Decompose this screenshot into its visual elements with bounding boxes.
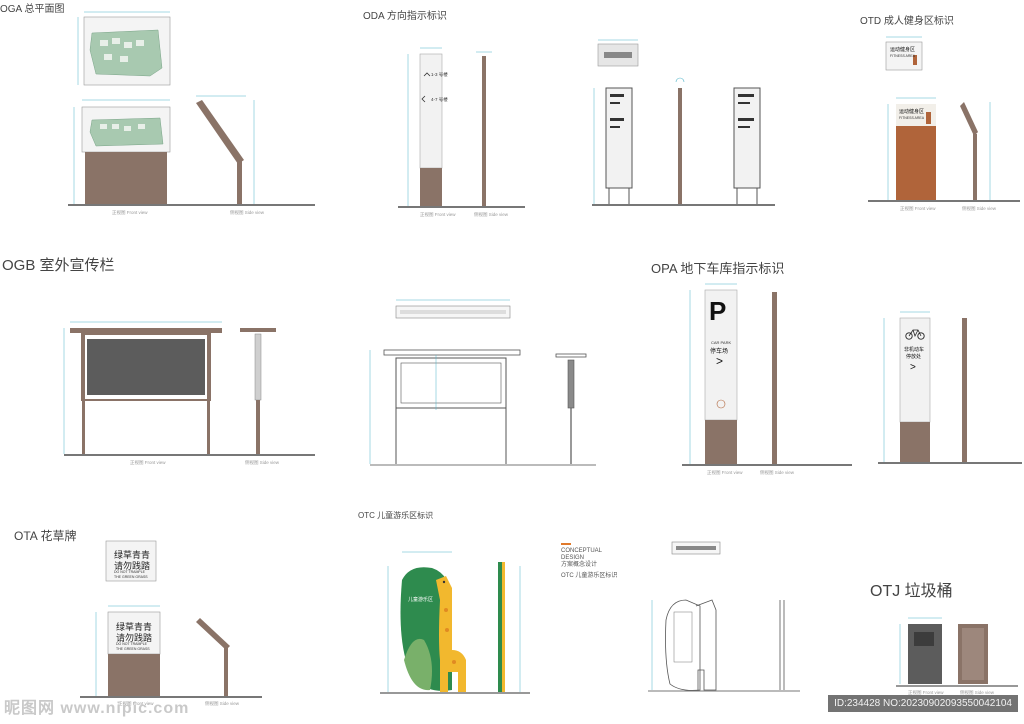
otc-outline-leaf bbox=[665, 599, 701, 691]
ota-front-caption: 正视图 Front view bbox=[118, 701, 154, 706]
otd-front-caption: 正视图 Front view bbox=[900, 206, 936, 211]
concept-line-2: DESIGN bbox=[561, 555, 585, 561]
ota-top-panel bbox=[105, 540, 157, 582]
kids-area-label: 儿童游乐区 bbox=[408, 597, 434, 603]
opa-group bbox=[682, 283, 1022, 466]
oga-side-panel bbox=[196, 100, 244, 164]
ota-front-panel bbox=[107, 611, 161, 655]
otj-group bbox=[896, 617, 1018, 687]
otc-outline-giraffe bbox=[695, 599, 717, 691]
opa-sign-1-side bbox=[772, 292, 777, 464]
ogb-front-caption: 正视图 Front view bbox=[130, 460, 166, 465]
watermark-id: ID:234428 NO:20230902093550042104 bbox=[828, 695, 1018, 712]
otd-side-panel bbox=[960, 102, 978, 136]
otd-group bbox=[868, 36, 1020, 202]
fitness-en-front: FITNESS AREA bbox=[899, 116, 925, 120]
section-title-opa: OPA 地下车库指示标识 bbox=[651, 261, 785, 276]
concept-line-1: CONCEPTUAL bbox=[561, 548, 603, 554]
opa-sign-2-side bbox=[962, 318, 967, 462]
ogb-outline-frame bbox=[395, 357, 507, 409]
grass-front-en-2: THE GREEN GRASS bbox=[116, 647, 150, 651]
watermark-site: 昵图网 www.nipic.com bbox=[4, 700, 190, 717]
oga-front-base bbox=[85, 152, 167, 204]
oga-group bbox=[68, 11, 315, 206]
grass-top-en-2: THE GREEN GRASS bbox=[114, 575, 148, 579]
ota-side-caption: 侧视图 Side view bbox=[205, 701, 240, 706]
section-title-oga: OGA 总平面图 bbox=[0, 4, 65, 15]
grass-front-cn-1: 绿草青青 bbox=[116, 622, 153, 632]
section-title-oda: ODA 方向指示标识 bbox=[363, 11, 447, 22]
oda-sign-1-base bbox=[420, 168, 442, 206]
giraffe-figure bbox=[436, 576, 466, 692]
ogb-outline-side-roof bbox=[555, 353, 587, 358]
opa-sign-2-base bbox=[900, 422, 930, 462]
section-title-ogb: OGB 室外宣传栏 bbox=[2, 257, 115, 274]
otj-front-caption: 正视图 Front view bbox=[908, 690, 944, 695]
fitness-cn-front: 运动健身区 bbox=[899, 109, 925, 115]
fitness-cn-top: 运动健身区 bbox=[890, 47, 916, 53]
oda-group bbox=[398, 39, 775, 208]
ota-side-panel bbox=[196, 618, 230, 650]
otd-side-post bbox=[973, 134, 977, 200]
opa-sign-1-base bbox=[705, 420, 737, 464]
oda-sign-2-panel bbox=[605, 87, 633, 189]
opa-sign-1-panel bbox=[704, 289, 738, 421]
ota-side-post bbox=[224, 646, 228, 696]
opa-front-caption: 正视图 Front view bbox=[707, 470, 743, 475]
bike-arrow: > bbox=[910, 362, 916, 373]
ogb-side-caption: 侧视图 Side view bbox=[245, 460, 280, 465]
otd-side-caption: 侧视图 Side view bbox=[962, 206, 997, 211]
ogb-front-glass bbox=[87, 339, 205, 395]
grass-top-cn-1: 绿草青青 bbox=[114, 550, 151, 560]
fitness-en-top: FITNESS AREA bbox=[890, 54, 916, 58]
concept-line-3: 方案概念设计 bbox=[561, 562, 598, 568]
section-title-ota: OTA 花草牌 bbox=[14, 529, 77, 543]
section-title-otc: OTC 儿童游乐区标识 bbox=[358, 511, 434, 520]
section-title-otj: OTJ 垃圾桶 bbox=[870, 583, 953, 600]
concept-accent-bar bbox=[561, 543, 571, 545]
parking-cn: 停车场 bbox=[710, 349, 729, 355]
oga-side-caption: 侧视图 Side view bbox=[230, 210, 265, 215]
parking-p-letter: P bbox=[709, 296, 727, 326]
grass-top-cn-2: 请勿践踏 bbox=[114, 561, 151, 571]
section-title-otd: OTD 成人健身区标识 bbox=[860, 16, 954, 27]
ota-group bbox=[80, 540, 262, 698]
otc-group bbox=[380, 541, 800, 694]
ogb-side-body bbox=[254, 333, 262, 401]
ogb-outline-side-body bbox=[567, 359, 575, 409]
concept-note: CONCEPTUAL DESIGN 方案概念设计 OTC 儿童游乐区标识 bbox=[561, 543, 617, 580]
ogb-side-roof bbox=[240, 328, 276, 332]
concept-line-4: OTC 儿童游乐区标识 bbox=[561, 573, 618, 579]
parking-en: CAR PARK bbox=[711, 340, 732, 345]
oda-sign-3-panel bbox=[733, 87, 761, 189]
grass-front-en-1: DO NOT TRAMPLE bbox=[116, 642, 147, 646]
ogb-front-roof bbox=[70, 328, 222, 333]
oga-front-caption: 正视图 Front view bbox=[112, 210, 148, 215]
oga-side-post bbox=[237, 160, 242, 204]
dir-line-1: 1-3 号楼 bbox=[431, 72, 448, 77]
bike-cn-2: 停放处 bbox=[906, 354, 922, 360]
bike-cn-1: 非机动车 bbox=[904, 347, 925, 353]
dir-line-2: 4-7 号楼 bbox=[431, 97, 448, 102]
ota-front-base bbox=[108, 654, 160, 696]
oda-side-post bbox=[482, 56, 486, 206]
ogb-group bbox=[63, 299, 596, 466]
bicycle-icon bbox=[905, 329, 925, 340]
otj-side-caption: 侧视图 Side view bbox=[960, 690, 995, 695]
grass-top-en-1: DO NOT TRAMPLE bbox=[114, 570, 145, 574]
ogb-outline-roof bbox=[383, 349, 521, 356]
grass-front-cn-2: 请勿践踏 bbox=[116, 633, 153, 643]
oda-sign-2-side bbox=[678, 88, 682, 204]
oda-side-caption: 侧视图 Side view bbox=[474, 212, 509, 217]
oda-front-caption: 正视图 Front view bbox=[420, 212, 456, 217]
opa-side-caption: 侧视图 Side view bbox=[760, 470, 795, 475]
parking-arrow: > bbox=[716, 354, 724, 368]
oga-site-map bbox=[89, 29, 163, 77]
otc-side-post bbox=[498, 562, 502, 692]
